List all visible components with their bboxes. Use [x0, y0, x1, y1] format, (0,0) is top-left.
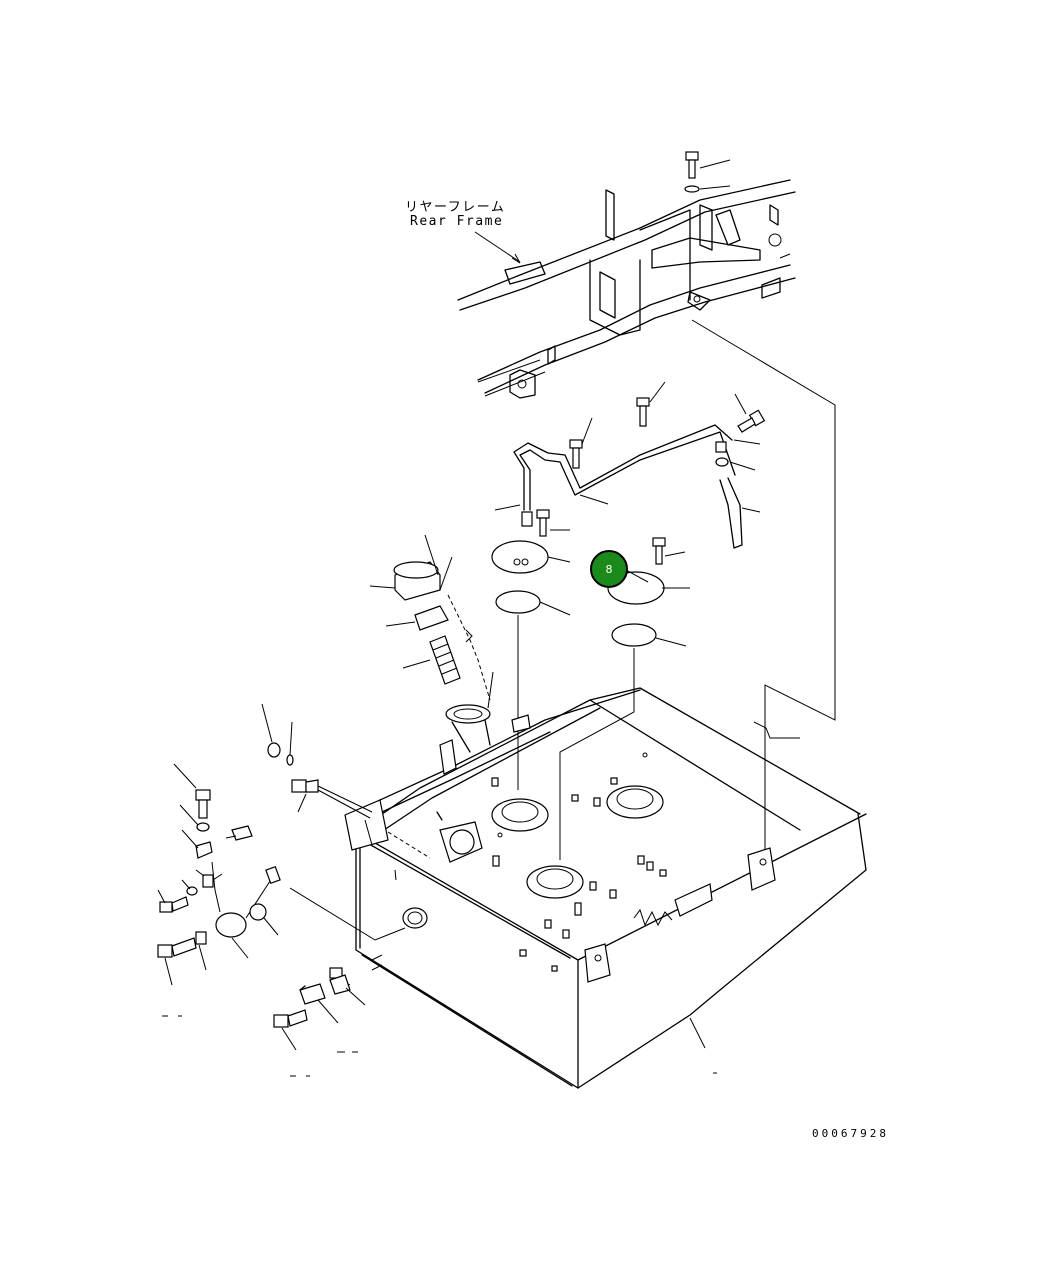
- document-number: 00067928: [812, 1127, 889, 1140]
- rear-frame: [457, 179, 796, 399]
- rear-frame-label-en: Rear Frame: [410, 214, 504, 229]
- clip-bolt: [173, 763, 253, 859]
- sender-flange-left: [491, 540, 571, 574]
- drain-valve: [273, 967, 366, 1051]
- rear-frame-label-jp: リヤーフレーム: [405, 200, 506, 215]
- fuel-pipe: [494, 424, 761, 549]
- frame-bolt: [684, 151, 731, 193]
- fuel-cap: [369, 534, 453, 601]
- fuel-tank: [289, 687, 867, 1089]
- long-bolt: [291, 779, 373, 819]
- callout-number: 8: [605, 562, 613, 576]
- sender-unit: [209, 861, 281, 959]
- pipe-bolts: [536, 381, 766, 565]
- part-callout-badge[interactable]: 8: [590, 550, 628, 588]
- filler-neck: [445, 671, 494, 753]
- gasket-left: [495, 590, 571, 790]
- strainer: [402, 635, 461, 685]
- rear-frame-leader: [474, 231, 521, 263]
- cap-adapter: [385, 605, 449, 631]
- small-bolts: [157, 869, 214, 986]
- plug: [261, 703, 294, 766]
- gasket-right: [559, 623, 687, 860]
